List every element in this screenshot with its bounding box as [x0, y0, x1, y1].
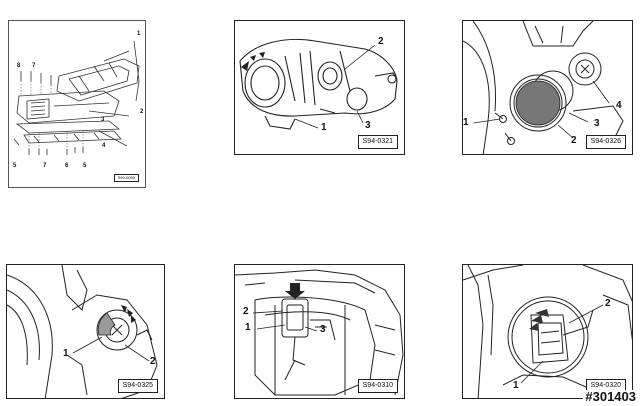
- figure-bumper-exploded: 1 2 3 4 5 6 7 8 5 7 S90-0095: [8, 20, 146, 188]
- label-4: 4: [102, 143, 106, 149]
- figure-code: S94-0310: [357, 379, 398, 393]
- figure-code: S90-0095: [113, 174, 139, 182]
- label-1: 1: [137, 31, 141, 37]
- watermark: #301403: [583, 389, 638, 404]
- label-3: 3: [101, 117, 105, 123]
- label-4: 4: [616, 100, 622, 111]
- bumper-exploded-drawing: [13, 40, 140, 155]
- label-7-b: 7: [32, 63, 36, 69]
- label-1: 1: [321, 122, 327, 133]
- label-3: 3: [594, 118, 600, 129]
- label-2: 2: [605, 298, 611, 309]
- figure-cover-removal: 4 3 2 1 S94-0326: [462, 20, 633, 155]
- label-3: 3: [365, 120, 371, 131]
- label-2: 2: [571, 135, 577, 146]
- figure-bulb-release: 2 1 S94-0320: [462, 264, 633, 399]
- label-2: 2: [150, 356, 156, 367]
- figure-headlight-assembly: 2 1 3 S94-0321: [234, 20, 405, 155]
- label-2: 2: [378, 36, 384, 47]
- label-1: 1: [463, 117, 469, 128]
- label-1: 1: [63, 348, 69, 359]
- figure-bulb-holder: 1 2 S94-0325: [6, 264, 165, 399]
- label-7: 7: [43, 163, 47, 169]
- label-5-b: 5: [83, 163, 87, 169]
- cover-removal-drawing: [463, 21, 624, 154]
- label-5: 5: [13, 163, 17, 169]
- label-2: 2: [140, 109, 144, 115]
- label-3: 3: [320, 324, 326, 335]
- label-1: 1: [245, 322, 251, 333]
- bulb-removal-drawing: [235, 269, 404, 396]
- label-1: 1: [513, 380, 519, 391]
- label-8: 8: [17, 63, 21, 69]
- figure-code: S94-0325: [117, 379, 158, 393]
- bulb-release-drawing: [463, 265, 632, 398]
- headlight-assembly-drawing: [239, 38, 398, 130]
- figure-code: S94-0321: [357, 135, 398, 149]
- label-2: 2: [243, 306, 249, 317]
- figure-code: S94-0326: [585, 135, 626, 149]
- figure-bulb-removal: 2 1 3 S94-0310: [234, 264, 405, 399]
- label-6: 6: [65, 163, 69, 169]
